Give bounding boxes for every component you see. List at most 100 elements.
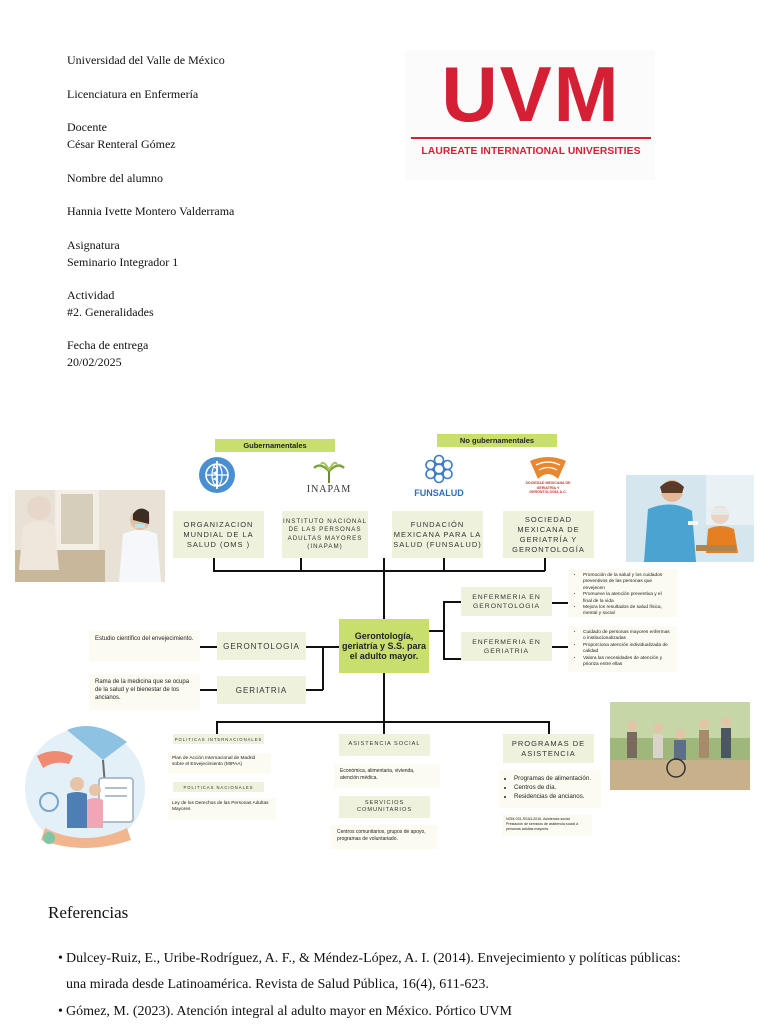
- box-programas-asistencia: PROGRAMAS DE ASISTENCIA: [503, 734, 594, 763]
- reference-line: Dulcey-Ruiz, E., Uribe-Rodríguez, A. F.,…: [66, 951, 681, 966]
- student-name-block: Hannia Ivette Montero Valderrama: [67, 203, 234, 220]
- servicios-comunitarios-text: Centros comunitarios, grupos de apoyo, p…: [331, 825, 437, 849]
- box-inapam: INSTITUTO NACIONAL DE LAS PERSONAS ADULT…: [282, 511, 368, 558]
- box-geriatria: GERIATRIA: [217, 676, 306, 704]
- date-block: Fecha de entrega 20/02/2025: [67, 337, 148, 371]
- connector-line: [548, 721, 550, 734]
- reference-item: • Gómez, M. (2023). Atención integral al…: [58, 999, 723, 1025]
- subject-name: Seminario Integrador 1: [67, 255, 179, 269]
- connector-line: [443, 658, 461, 660]
- connector-line: [383, 672, 385, 722]
- box-politicas-nacionales: POLITICAS NACIONALES: [173, 782, 264, 792]
- connector-line: [322, 646, 339, 648]
- programas-list: Programas de alimentación. Centros de dí…: [499, 770, 601, 808]
- references-title: Referencias: [48, 903, 129, 922]
- subject-label: Asignatura: [67, 238, 120, 252]
- box-servicios-comunitarios: SERVICIOS COMUNITARIOS: [339, 796, 430, 818]
- reference-line: una mirada desde Latinoamérica. Revista …: [66, 977, 489, 992]
- box-asistencia-social: ASISTENCIA SOCIAL: [339, 734, 430, 756]
- activity-block: Actividad #2. Generalidades: [67, 287, 154, 321]
- box-smgg: SOCIEDAD MEXICANA DE GERIATRÍA Y GERONTO…: [503, 511, 594, 558]
- center-topic: Gerontología, geriatría y S.S. para el a…: [339, 619, 429, 673]
- box-gerontologia: GERONTOLOGIA: [217, 632, 306, 660]
- connector-line: [304, 646, 323, 648]
- norma-text: NOM-031-SSA3-2016, Asistencia social. Pr…: [502, 814, 592, 836]
- connector-line: [383, 558, 385, 622]
- connector-line: [200, 646, 217, 648]
- inapam-tree-icon: [313, 461, 345, 483]
- politicas-internacionales-text: Plan de Acción Internacional de Madrid s…: [168, 753, 271, 773]
- box-politicas-internacionales: POLITICAS INTERNACIONALES: [173, 734, 264, 744]
- date-label: Fecha de entrega: [67, 338, 149, 352]
- connector-line: [552, 646, 568, 648]
- smgg-logo: SOCIEDAD MEXICANA DE GERIATRÍA Y GERONTO…: [522, 453, 574, 499]
- connector-line: [304, 689, 323, 691]
- gerontologia-definition: Estudio científico del envejecimiento.: [89, 631, 200, 661]
- connector-line: [429, 630, 443, 632]
- box-oms: ORGANIZACION MUNDIAL DE LA SALUD (OMS ): [173, 511, 264, 558]
- docente-label: Docente: [67, 120, 107, 134]
- student-block: Nombre del alumno: [67, 170, 163, 187]
- bullet-icon: •: [58, 1004, 63, 1019]
- uvm-logo-letters: UVM: [441, 50, 621, 138]
- smgg-emblem-icon: [530, 457, 566, 480]
- cover-info: Universidad del Valle de México: [67, 52, 225, 69]
- enfermeria-gerontologia-list: Promoción de la salud y los cuidados pre…: [568, 569, 677, 617]
- connector-line: [213, 570, 545, 572]
- connector-line: [544, 558, 546, 571]
- list-item: Programas de alimentación.: [514, 774, 595, 783]
- logo-divider: [411, 137, 651, 139]
- tag-gubernamentales: Gubernamentales: [215, 439, 335, 452]
- reference-line: Gómez, M. (2023). Atención integral al a…: [66, 1004, 512, 1019]
- box-funsalud: FUNDACIÓN MEXICANA PARA LA SALUD (FUNSAL…: [392, 511, 483, 558]
- list-item: Promueve la atención preventiva y el fin…: [583, 592, 671, 605]
- program-name: Licenciatura en Enfermería: [67, 87, 199, 101]
- connector-line: [383, 721, 385, 734]
- connector-line: [300, 556, 302, 571]
- connector-line: [322, 646, 324, 690]
- box-enfermeria-geriatria: ENFERMERIA EN GERIATRIA: [461, 632, 552, 661]
- funsalud-logo: FUNSALUD: [409, 450, 469, 502]
- activity-name: #2. Generalidades: [67, 305, 154, 319]
- bullet-icon: •: [58, 951, 63, 966]
- docente-block: Docente César Renteral Gómez: [67, 119, 176, 153]
- connector-line: [213, 558, 215, 571]
- who-emblem-icon: [195, 453, 239, 497]
- list-item: Proporciona atención individualizada de …: [583, 643, 671, 656]
- connector-line: [443, 601, 461, 603]
- connector-line: [443, 601, 445, 659]
- connector-line: [552, 602, 568, 604]
- smgg-logo-text: SOCIEDAD MEXICANA DE GERIATRÍA Y GERONTO…: [525, 481, 571, 495]
- illustration-elder-care: [15, 716, 155, 856]
- docente-name: César Renteral Gómez: [67, 137, 176, 151]
- funsalud-flower-icon: [425, 454, 453, 484]
- connector-line: [216, 721, 218, 734]
- tag-no-gubernamentales: No gubernamentales: [437, 434, 557, 447]
- geriatria-definition: Rama de la medicina que se ocupa de la s…: [89, 674, 200, 710]
- program-block: Licenciatura en Enfermería: [67, 86, 198, 103]
- inapam-logo-text: INAPAM: [306, 483, 352, 495]
- asistencia-social-text: Económica, alimentaria, vivienda, atenci…: [334, 764, 440, 788]
- connector-line: [443, 558, 445, 571]
- student-label: Nombre del alumno: [67, 171, 163, 185]
- photo-elderly-with-nurse: [15, 490, 165, 582]
- connector-line: [216, 721, 549, 723]
- enfermeria-geriatria-list: Cuidado de personas mayores enfermas o i…: [568, 626, 677, 672]
- box-enfermeria-gerontologia: ENFERMERIA EN GERONTOLOGIA: [461, 587, 552, 616]
- list-item: Cuidado de personas mayores enfermas o i…: [583, 630, 671, 643]
- list-item: Mejora los resultados de salud física, m…: [583, 605, 671, 618]
- date-value: 20/02/2025: [67, 355, 122, 369]
- funsalud-logo-text: FUNSALUD: [414, 488, 464, 498]
- inapam-logo: INAPAM: [303, 455, 355, 499]
- connector-line: [200, 689, 217, 691]
- photo-nurse-feeding-elder: [626, 475, 754, 562]
- politicas-nacionales-text: Ley de los Derechos de las Personas Adul…: [168, 798, 276, 820]
- list-item: Residencias de ancianos.: [514, 792, 595, 801]
- subject-block: Asignatura Seminario Integrador 1: [67, 237, 178, 271]
- list-item: Centros de día.: [514, 783, 595, 792]
- photo-elders-outdoors: [610, 702, 750, 790]
- uvm-logo: UVM LAUREATE INTERNATIONAL UNIVERSITIES: [405, 50, 655, 180]
- reference-item: • Dulcey-Ruiz, E., Uribe-Rodríguez, A. F…: [58, 946, 723, 998]
- activity-label: Actividad: [67, 288, 115, 302]
- university-name: Universidad del Valle de México: [67, 53, 225, 67]
